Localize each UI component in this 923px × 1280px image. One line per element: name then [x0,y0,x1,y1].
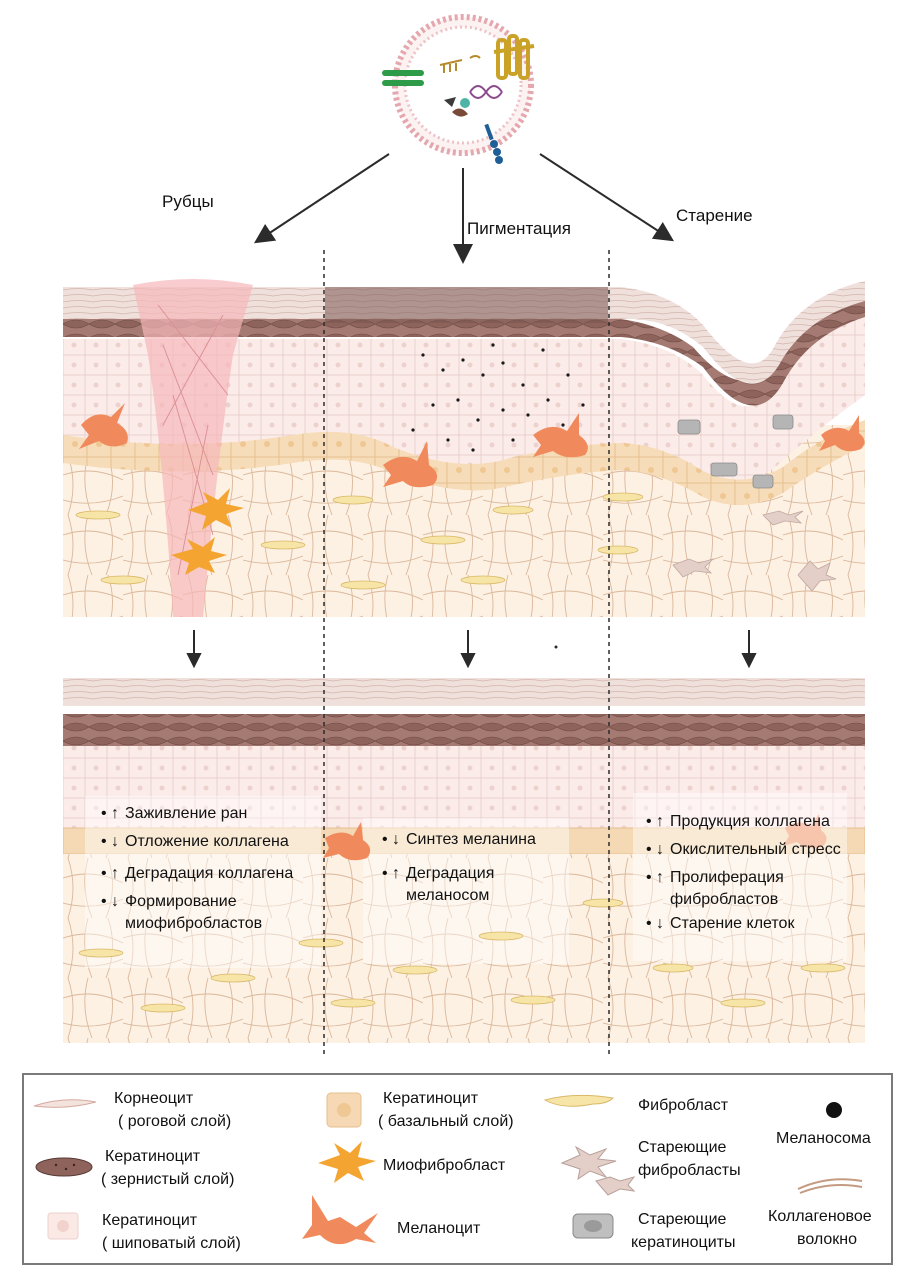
aging-effects: •↑Продукция коллагена •↓Окислительный ст… [646,811,876,941]
myofibroblast-icon [318,1141,376,1183]
effect-item: •↓Отложение коллагена [101,833,289,850]
legend-collagen-label: Коллагеновое [768,1208,872,1225]
granular-keratinocyte-icon [35,1157,93,1177]
legend-corneocyte-label: Корнеоцит [114,1090,194,1107]
melanocyte-icon [302,1195,378,1245]
effect-item: •↑Деградация коллагена [101,865,294,882]
myofibroblast-icon [171,488,244,575]
effect-item: •↓Формирование миофибробластов [101,893,263,932]
effect-item: •↑Продукция коллагена [646,813,830,830]
skin-panel-before [63,279,865,617]
transmembrane-protein-yellow-icon [493,34,535,80]
melanosome-icon [826,1102,842,1118]
effect-item: •↑Заживление ран [101,805,248,822]
melanosome-dots [411,343,585,452]
dna-icon [469,85,503,99]
legend-collagen-sub: волокно [797,1231,858,1248]
legend-corneocyte-sub: ( роговой слой) [118,1113,232,1130]
legend-granular-label: Кератиноцит [105,1148,201,1165]
effect-item: •↑Деградация меланосом [382,865,495,904]
legend-senescent-fibroblasts-sub: фибробласты [638,1162,741,1179]
down-arrows [186,630,757,669]
legend-fibroblast-label: Фибробласт [638,1097,729,1114]
effect-item: •↓Окислительный стресс [646,841,841,858]
legend-senescent-keratinocytes-sub: кератиноциты [631,1234,736,1251]
fibroblast-icon [75,492,644,590]
collagen-fiber-icon [797,1178,863,1194]
legend-melanocyte-label: Меланоцит [397,1220,481,1237]
label-pigmentation: Пигментация [467,219,571,238]
scars-effects: •↑Заживление ран •↓Отложение коллагена •… [101,803,311,941]
effect-item: •↓Старение клеток [646,915,795,932]
fibroblast-icon [543,1094,615,1107]
label-scars: Рубцы [162,192,214,211]
fibroblast-icon [78,898,846,1013]
exosome-illustration [253,14,675,264]
legend-myofibroblast-label: Миофибробласт [383,1157,506,1174]
effect-item: •↑Пролиферация фибробластов [646,869,784,908]
receptor-blue-icon [484,123,503,164]
legend [22,1073,893,1265]
corneocyte-icon [33,1099,97,1108]
transmembrane-protein-green-icon [382,70,424,86]
legend-granular-sub: ( зернистый слой) [101,1171,235,1188]
effect-item: •↓Синтез меланина [382,831,536,848]
legend-spinous-label: Кератиноцит [102,1212,198,1229]
rna-icon [439,55,481,73]
pigmentation-effects: •↓Синтез меланина •↑Деградация меланосом [382,829,562,913]
arrow-to-scars [253,153,390,244]
legend-icons [33,1092,863,1245]
senescent-keratinocyte-icon [677,414,794,489]
senescent-fibroblast-icon [672,510,837,592]
label-aging: Старение [676,206,753,225]
legend-senescent-keratinocytes-label: Стареющие [638,1211,727,1228]
arrow-to-aging [539,153,675,242]
molecule-icon [444,97,456,107]
legend-melanosome-label: Меланосома [776,1130,871,1147]
column-dividers [323,250,610,1055]
legend-basal-sub: ( базальный слой) [378,1113,514,1130]
pigmented-stratum [325,287,608,323]
melanocyte-icon [323,822,371,861]
melanocyte-icon [79,403,865,488]
legend-spinous-sub: ( шиповатый слой) [102,1235,241,1252]
senescent-fibroblast-icon [560,1145,636,1196]
skin-panel-after [63,678,865,1043]
scar-region [133,279,253,617]
legend-senescent-fibroblasts-label: Стареющие [638,1139,727,1156]
legend-basal-label: Кератиноцит [383,1090,479,1107]
